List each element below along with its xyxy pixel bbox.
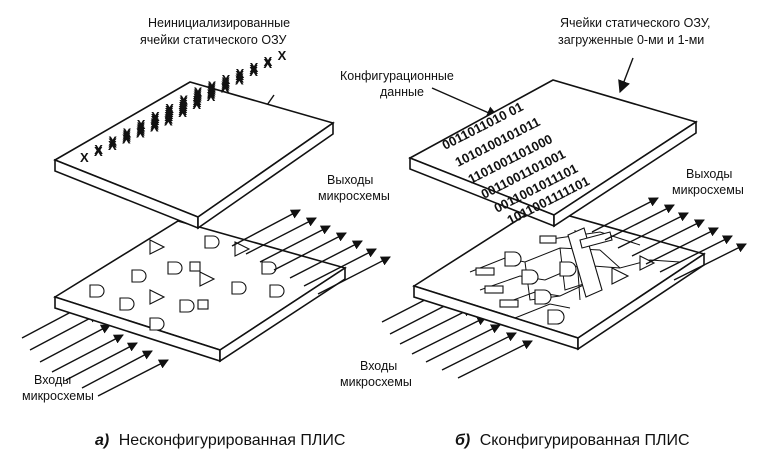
uninitialized-cell: X bbox=[278, 48, 287, 63]
uninitialized-cell: X bbox=[221, 74, 230, 89]
right-caption-text: Сконфигурированная ПЛИС bbox=[480, 432, 690, 449]
loaded-sram-pointer-arrow bbox=[618, 57, 634, 94]
uninitialized-cell: X bbox=[94, 142, 103, 157]
right-outputs-label-line1: Выходы bbox=[686, 167, 732, 181]
uninitialized-cell: X bbox=[108, 138, 117, 153]
uninitialized-cell: X bbox=[179, 99, 188, 114]
uninitialized-cell: X bbox=[137, 117, 146, 132]
uninit-sram-label-line2: ячейки статического ОЗУ bbox=[140, 33, 286, 47]
right-inputs-label-line1: Входы bbox=[360, 359, 397, 373]
left-output-arrows bbox=[231, 209, 391, 295]
uninitialized-cell: X bbox=[122, 132, 131, 147]
uninitialized-cell: X bbox=[122, 128, 131, 143]
uninitialized-cell: X bbox=[136, 126, 145, 141]
uninitialized-cell: X bbox=[235, 68, 244, 83]
uninitialized-cell: X bbox=[164, 111, 173, 126]
uninitialized-cell: X bbox=[193, 91, 202, 106]
uninitialized-cell: X bbox=[208, 78, 217, 93]
uninitialized-cell: X bbox=[192, 97, 201, 112]
uninitialized-cell: X bbox=[123, 125, 132, 140]
uninitialized-cell: X bbox=[178, 103, 187, 118]
uninitialized-cell: X bbox=[136, 124, 145, 139]
uninitialized-cell: X bbox=[94, 144, 103, 159]
unconfigured-fpga: Неинициализированные ячейки статического… bbox=[21, 16, 391, 449]
uninitialized-cell: X bbox=[235, 70, 244, 85]
right-output-arrows bbox=[591, 197, 747, 281]
right-caption-letter: б) bbox=[455, 432, 470, 449]
uninitialized-cell: X bbox=[150, 120, 159, 135]
right-outputs-label-line2: микросхемы bbox=[672, 183, 744, 197]
random-logic-gates bbox=[89, 235, 285, 331]
right-inputs-label-line2: микросхемы bbox=[340, 375, 412, 389]
left-outputs-label-line1: Выходы bbox=[327, 173, 373, 187]
config-data-label-line2: данные bbox=[380, 85, 424, 99]
uninit-sram-label-line1: Неинициализированные bbox=[148, 16, 290, 30]
uninitialized-cell: X bbox=[178, 105, 187, 120]
uninitialized-cell: X bbox=[80, 150, 89, 165]
left-caption-letter: а) bbox=[95, 432, 109, 449]
uninitialized-cell: X bbox=[150, 115, 159, 130]
uninitialized-cell: X bbox=[207, 80, 216, 95]
uninitialized-cell: X bbox=[193, 95, 202, 110]
configured-fpga: Ячейки статического ОЗУ, загруженные 0-м… bbox=[340, 16, 747, 449]
uninitialized-cell: X bbox=[179, 97, 188, 112]
left-logic-plate bbox=[53, 220, 347, 363]
left-outputs-label-line2: микросхемы bbox=[318, 189, 390, 203]
uninitialized-cell: X bbox=[136, 121, 145, 136]
uninitialized-cell: X bbox=[193, 87, 202, 102]
uninitialized-cell: X bbox=[164, 113, 173, 128]
uninitialized-cell: X bbox=[137, 119, 146, 134]
right-sram-plate: 0011011010 01 1010100101011 110100110100… bbox=[408, 79, 698, 228]
uninitialized-cell: X bbox=[207, 85, 216, 100]
uninitialized-cell: X bbox=[264, 54, 273, 69]
uninitialized-cell: X bbox=[122, 130, 131, 145]
right-caption: б) Сконфигурированная ПЛИС bbox=[455, 432, 690, 449]
uninitialized-cell: X bbox=[222, 72, 231, 87]
loaded-sram-label-line2: загруженные 0-ми и 1-ми bbox=[558, 33, 704, 47]
uninitialized-cell: X bbox=[165, 103, 174, 118]
uninitialized-cell: X bbox=[263, 56, 272, 71]
config-data-label-line1: Конфигурационные bbox=[340, 69, 454, 83]
uninitialized-cell: X bbox=[108, 136, 117, 151]
config-data-pointer-arrow bbox=[431, 87, 500, 119]
uninitialized-cell: X bbox=[165, 105, 174, 120]
uninitialized-cell: X bbox=[194, 84, 203, 99]
uninitialized-cell: X bbox=[179, 101, 188, 116]
uninitialized-cell: X bbox=[165, 101, 174, 116]
uninitialized-cell: X bbox=[221, 81, 230, 96]
loaded-sram-label-line1: Ячейки статического ОЗУ, bbox=[560, 16, 711, 30]
uninitialized-cell: X bbox=[207, 89, 216, 104]
uninitialized-cell: X bbox=[236, 66, 245, 81]
uninitialized-cell: X bbox=[150, 117, 159, 132]
uninitialized-cell: X bbox=[151, 109, 160, 124]
left-inputs-label-line2: микросхемы bbox=[22, 389, 94, 403]
uninitialized-cell: X bbox=[249, 62, 258, 77]
left-sram-plate: XXXXXXXXXXXXXXXXXXXXXXXXXXXXXXXXXXXXXXXX… bbox=[53, 48, 335, 230]
uninitialized-cell: X bbox=[179, 93, 188, 108]
uninitialized-cell: X bbox=[235, 72, 244, 87]
uninitialized-cell: X bbox=[193, 93, 202, 108]
uninitialized-cell: X bbox=[179, 95, 188, 110]
left-input-arrows bbox=[21, 302, 169, 397]
uninitialized-cell: X bbox=[207, 83, 216, 98]
uninitialized-cell: X bbox=[151, 113, 160, 128]
uninitialized-cell: X bbox=[193, 89, 202, 104]
uninitialized-cell: X bbox=[250, 60, 259, 75]
uninitialized-cell: X bbox=[221, 76, 230, 91]
uninitialized-cell: X bbox=[249, 64, 258, 79]
uninitialized-cell: X bbox=[151, 111, 160, 126]
uninitialized-cell: X bbox=[221, 79, 230, 94]
left-inputs-label-line1: Входы bbox=[34, 373, 71, 387]
uninitialized-cell: X bbox=[165, 107, 174, 122]
uninitialized-cell: X bbox=[164, 109, 173, 124]
uninitialized-cell: X bbox=[207, 87, 216, 102]
uninitialized-cell: X bbox=[108, 134, 117, 149]
right-logic-plate bbox=[412, 206, 706, 351]
left-caption: а) Несконфигурированная ПЛИС bbox=[95, 432, 345, 449]
uninitialized-cells-grid: XXXXXXXXXXXXXXXXXXXXXXXXXXXXXXXXXXXXXXXX… bbox=[80, 48, 287, 165]
left-caption-text: Несконфигурированная ПЛИС bbox=[119, 432, 346, 449]
routed-logic-network bbox=[469, 227, 681, 325]
